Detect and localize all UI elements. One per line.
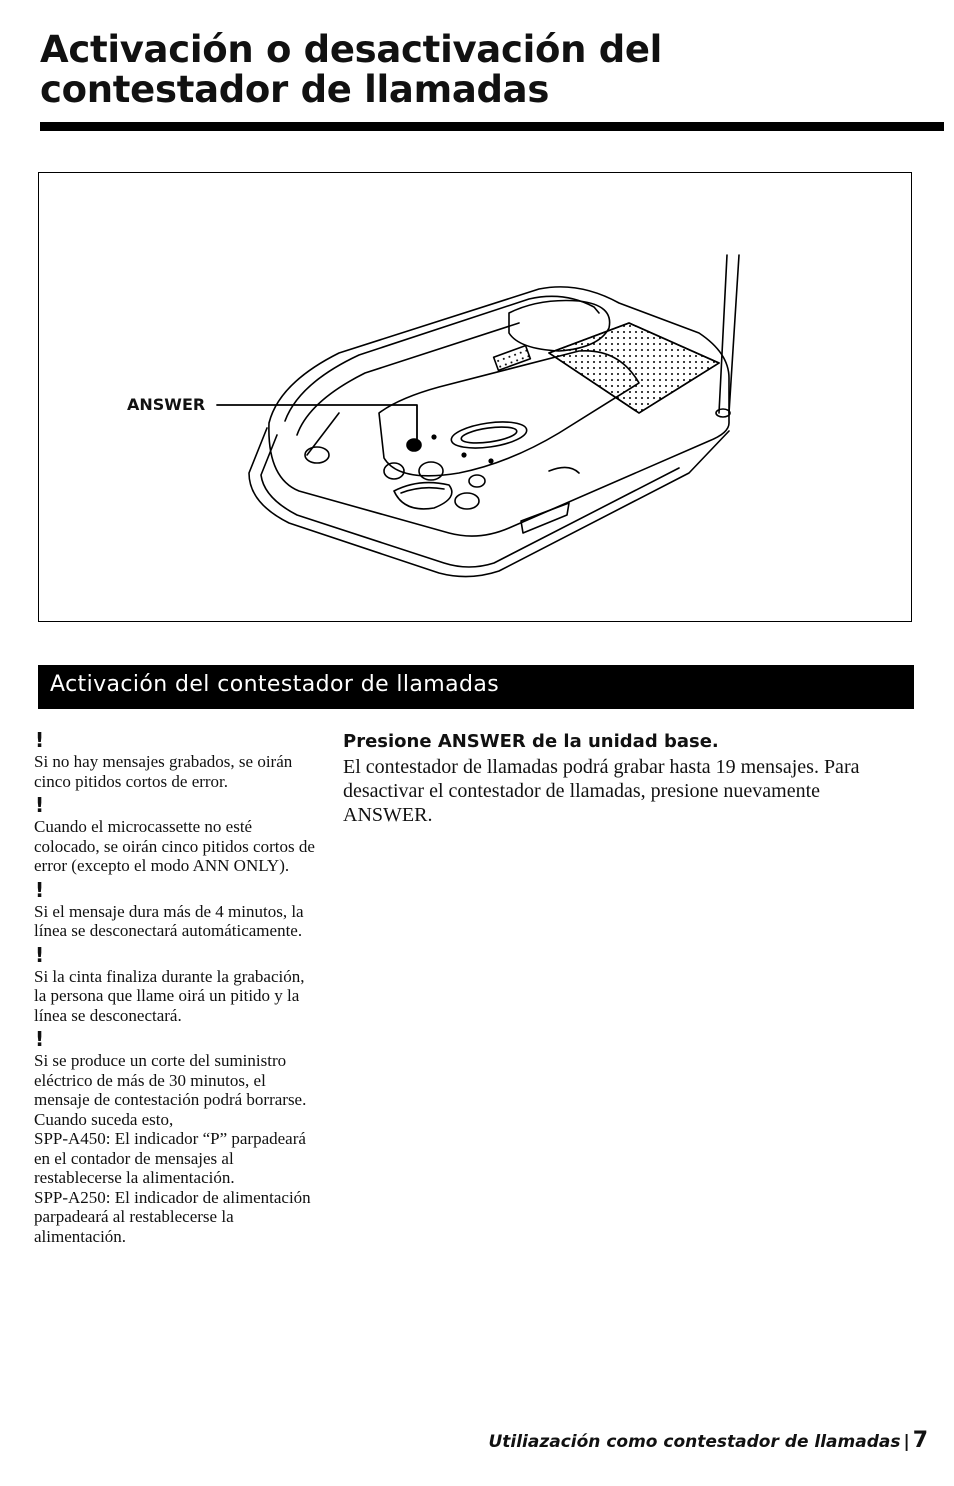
note-text: Si el mensaje dura más de 4 minutos, la … [34, 901, 304, 941]
note-item: ! Si se produce un corte del suministro … [34, 1027, 319, 1246]
note-item: ! Si no hay mensajes grabados, se oirán … [34, 728, 319, 791]
page-footer: Utiliazación como contestador de llamada… [488, 1428, 928, 1453]
caution-icon: ! [35, 728, 45, 752]
section-heading-bar: Activación del contestador de llamadas [38, 665, 914, 709]
model-label: SPP-A450: [34, 1129, 111, 1148]
answer-callout-label: ANSWER [127, 395, 206, 414]
page-title: Activación o desactivación del contestad… [40, 28, 663, 111]
footer-section-title: Utiliazación como contestador de llamada… [488, 1432, 901, 1452]
notes-column: ! Si no hay mensajes grabados, se oirán … [34, 728, 319, 1248]
title-rule [40, 122, 944, 131]
note-text: Cuando el microcassette no esté colocado… [34, 817, 315, 875]
note-item: ! Si la cinta finaliza durante la grabac… [34, 943, 319, 1026]
page-number: 7 [912, 1428, 928, 1453]
footer-separator: | [903, 1432, 910, 1452]
caution-icon: ! [35, 942, 45, 967]
note-item: ! Si el mensaje dura más de 4 minutos, l… [34, 878, 319, 941]
model-label: SPP-A250: [34, 1187, 111, 1207]
answer-leader-line [216, 404, 418, 440]
base-unit-illustration [216, 254, 740, 578]
model-note-spp-a450: SPP-A450: El indicador “P” parpadeará en… [34, 1129, 319, 1188]
answer-button [406, 438, 422, 452]
section-heading: Activación del contestador de llamadas [50, 672, 500, 697]
figure-frame: ANSWER [38, 172, 912, 622]
note-text: Si no hay mensajes grabados, se oirán ci… [34, 752, 293, 791]
caution-icon: ! [35, 877, 45, 902]
instruction-block: Presione ANSWER de la unidad base. El co… [343, 730, 903, 827]
model-note-spp-a250: SPP-A250: El indicador de alimentación p… [34, 1188, 319, 1247]
base-body [268, 286, 730, 537]
note-item: ! Cuando el microcassette no esté coloca… [34, 793, 319, 876]
instruction-step: Presione ANSWER de la unidad base. [343, 731, 719, 752]
note-text: Si se produce un corte del suministro el… [34, 1051, 307, 1129]
antenna [718, 254, 740, 414]
instruction-body: El contestador de llamadas podrá grabar … [343, 756, 860, 826]
model-text: El indicador “P” parpadeará en el contad… [34, 1129, 306, 1187]
caution-icon: ! [35, 1027, 45, 1051]
note-text: Si la cinta finaliza durante la grabació… [34, 966, 305, 1025]
display-slot [450, 421, 528, 449]
caution-icon: ! [35, 793, 45, 817]
speaker-grille [548, 322, 720, 414]
model-text: El indicador de alimentación parpadeará … [34, 1187, 311, 1246]
